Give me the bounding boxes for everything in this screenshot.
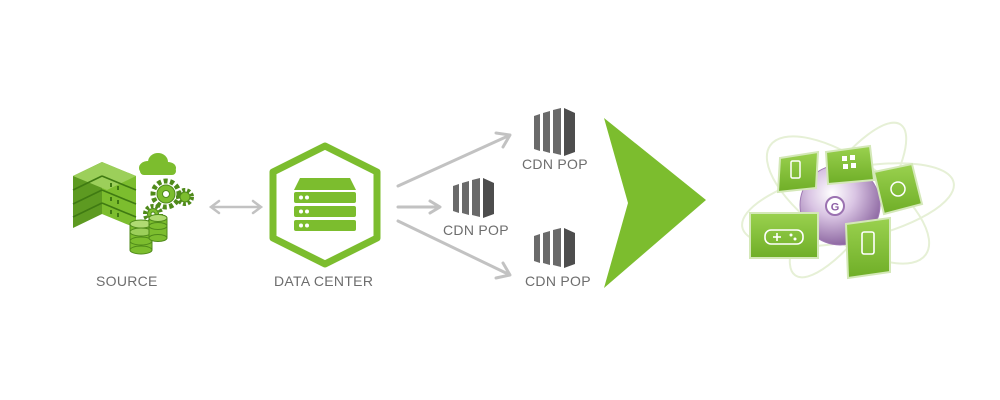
svg-text:G: G [831,202,840,214]
source-label: SOURCE [96,273,158,289]
apps-screen-icon [824,144,876,186]
delivery-chevron-icon [604,118,706,288]
cdn-pop-label-middle: CDN POP [443,222,509,238]
gamepad-screen-icon [749,212,819,259]
phone-screen-icon [776,150,820,194]
devices-globe-icon: G [741,121,955,280]
bidirectional-arrow [208,199,264,215]
cdn-pop-icon-top [534,108,575,156]
source-icon [72,153,194,255]
fanout-arrows [396,131,512,280]
cdn-pop-label-top: CDN POP [522,156,588,172]
cdn-pop-icon-bottom [534,228,575,268]
tablet-screen-icon [872,162,924,216]
cdn-pop-label-bottom: CDN POP [525,273,591,289]
cdn-pop-icon-middle [453,178,494,218]
data-center-label: DATA CENTER [274,273,374,289]
mobile-screen-icon [844,216,891,280]
data-center-icon [269,142,381,268]
